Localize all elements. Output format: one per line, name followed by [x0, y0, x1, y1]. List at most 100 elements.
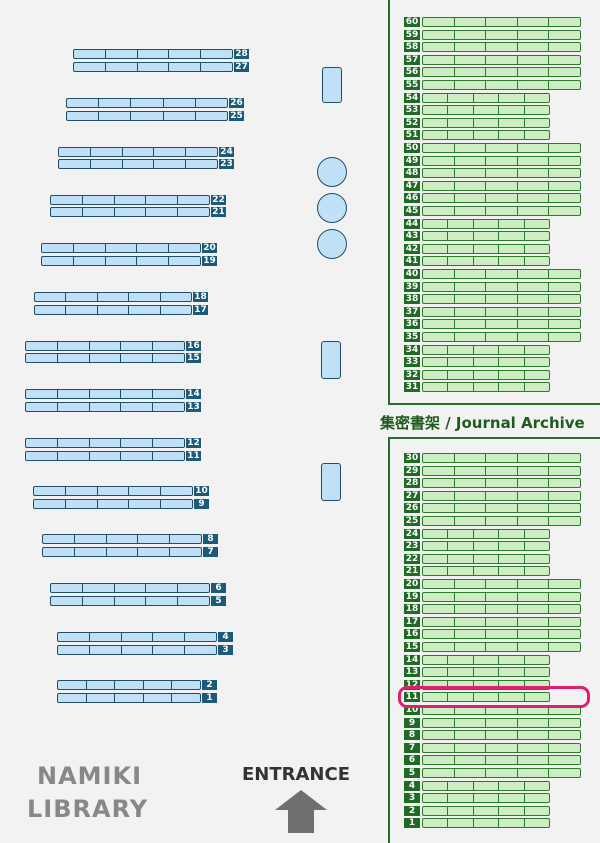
archive-shelf-56[interactable]: 56: [404, 67, 581, 77]
archive-lower-shelf-1[interactable]: 1: [404, 818, 550, 828]
archive-lower-shelf-5[interactable]: 5: [404, 768, 581, 778]
archive-lower-shelf-15[interactable]: 15: [404, 642, 581, 652]
archive-shelf-51[interactable]: 51: [404, 130, 550, 140]
archive-shelf-52[interactable]: 52: [404, 118, 550, 128]
archive-shelf-36[interactable]: 36: [404, 319, 581, 329]
archive-shelf-34[interactable]: 34: [404, 345, 550, 355]
general-shelf-27[interactable]: 27: [73, 62, 249, 72]
general-shelf-6[interactable]: 6: [50, 583, 226, 593]
shelf-number: 8: [404, 730, 420, 740]
archive-shelf-42[interactable]: 42: [404, 244, 550, 254]
archive-lower-shelf-14[interactable]: 14: [404, 655, 550, 665]
archive-lower-shelf-8[interactable]: 8: [404, 730, 581, 740]
archive-shelf-33[interactable]: 33: [404, 357, 550, 367]
general-shelf-13[interactable]: 13: [25, 402, 201, 412]
general-shelf-16[interactable]: 16: [25, 341, 201, 351]
archive-lower-shelf-30[interactable]: 30: [404, 453, 581, 463]
archive-shelf-35[interactable]: 35: [404, 332, 581, 342]
archive-lower-shelf-26[interactable]: 26: [404, 503, 581, 513]
general-shelf-4[interactable]: 4: [57, 632, 233, 642]
general-shelf-23[interactable]: 23: [58, 159, 234, 169]
archive-shelf-55[interactable]: 55: [404, 80, 581, 90]
general-shelf-11[interactable]: 11: [25, 451, 201, 461]
archive-shelf-31[interactable]: 31: [404, 382, 550, 392]
archive-shelf-58[interactable]: 58: [404, 42, 581, 52]
archive-lower-shelf-11[interactable]: 11: [404, 692, 550, 702]
archive-shelf-37[interactable]: 37: [404, 307, 581, 317]
general-shelf-12[interactable]: 12: [25, 438, 201, 448]
general-shelf-25[interactable]: 25: [66, 111, 244, 121]
archive-shelf-53[interactable]: 53: [404, 105, 550, 115]
archive-lower-shelf-23[interactable]: 23: [404, 541, 550, 551]
general-shelf-15[interactable]: 15: [25, 353, 201, 363]
archive-lower-shelf-3[interactable]: 3: [404, 793, 550, 803]
general-shelf-3[interactable]: 3: [57, 645, 233, 655]
shelf-number: 39: [404, 282, 420, 292]
archive-shelf-40[interactable]: 40: [404, 269, 581, 279]
general-shelf-2[interactable]: 2: [57, 680, 217, 690]
archive-lower-shelf-13[interactable]: 13: [404, 667, 550, 677]
general-shelf-1[interactable]: 1: [57, 693, 217, 703]
archive-shelf-45[interactable]: 45: [404, 206, 581, 216]
general-shelf-5[interactable]: 5: [50, 596, 226, 606]
archive-shelf-47[interactable]: 47: [404, 181, 581, 191]
shelf-number: 52: [404, 118, 420, 128]
archive-lower-shelf-20[interactable]: 20: [404, 579, 581, 589]
archive-lower-shelf-6[interactable]: 6: [404, 755, 581, 765]
archive-lower-shelf-7[interactable]: 7: [404, 743, 581, 753]
archive-lower-shelf-25[interactable]: 25: [404, 516, 581, 526]
archive-shelf-43[interactable]: 43: [404, 231, 550, 241]
shelf-number: 26: [229, 98, 244, 108]
archive-shelf-39[interactable]: 39: [404, 282, 581, 292]
shelf-bar: [50, 207, 210, 217]
archive-lower-shelf-28[interactable]: 28: [404, 478, 581, 488]
archive-shelf-38[interactable]: 38: [404, 294, 581, 304]
archive-shelf-60[interactable]: 60: [404, 17, 581, 27]
archive-shelf-49[interactable]: 49: [404, 156, 581, 166]
shelf-number: 25: [404, 516, 420, 526]
archive-lower-shelf-4[interactable]: 4: [404, 781, 550, 791]
archive-lower-shelf-2[interactable]: 2: [404, 806, 550, 816]
archive-lower-shelf-27[interactable]: 27: [404, 491, 581, 501]
archive-lower-shelf-16[interactable]: 16: [404, 629, 581, 639]
archive-lower-shelf-19[interactable]: 19: [404, 592, 581, 602]
shelf-number: 8: [203, 534, 218, 544]
archive-shelf-46[interactable]: 46: [404, 193, 581, 203]
general-shelf-26[interactable]: 26: [66, 98, 244, 108]
archive-shelf-57[interactable]: 57: [404, 55, 581, 65]
general-shelf-7[interactable]: 7: [42, 547, 218, 557]
shelf-number: 49: [404, 156, 420, 166]
archive-lower-shelf-24[interactable]: 24: [404, 529, 550, 539]
shelf-number: 51: [404, 130, 420, 140]
archive-shelf-41[interactable]: 41: [404, 256, 550, 266]
general-shelf-24[interactable]: 24: [58, 147, 234, 157]
archive-shelf-48[interactable]: 48: [404, 168, 581, 178]
archive-lower-shelf-9[interactable]: 9: [404, 718, 581, 728]
archive-shelf-bar: [422, 730, 581, 740]
general-shelf-14[interactable]: 14: [25, 389, 201, 399]
archive-lower-shelf-22[interactable]: 22: [404, 554, 550, 564]
general-shelf-19[interactable]: 19: [41, 256, 217, 266]
archive-shelf-32[interactable]: 32: [404, 370, 550, 380]
general-shelf-20[interactable]: 20: [41, 243, 217, 253]
general-shelf-9[interactable]: 9: [33, 499, 209, 509]
general-shelf-18[interactable]: 18: [34, 292, 208, 302]
general-shelf-22[interactable]: 22: [50, 195, 226, 205]
archive-shelf-44[interactable]: 44: [404, 219, 550, 229]
general-shelf-17[interactable]: 17: [34, 305, 208, 315]
archive-shelf-50[interactable]: 50: [404, 143, 581, 153]
general-shelf-28[interactable]: 28: [73, 49, 249, 59]
archive-shelf-bar: [422, 617, 581, 627]
archive-lower-shelf-17[interactable]: 17: [404, 617, 581, 627]
archive-shelf-59[interactable]: 59: [404, 30, 581, 40]
archive-lower-shelf-18[interactable]: 18: [404, 604, 581, 614]
archive-lower-shelf-21[interactable]: 21: [404, 566, 550, 576]
shelf-number: 15: [404, 642, 420, 652]
round-table: [317, 157, 347, 187]
archive-shelf-54[interactable]: 54: [404, 93, 550, 103]
archive-lower-shelf-12[interactable]: 12: [404, 680, 550, 690]
general-shelf-21[interactable]: 21: [50, 207, 226, 217]
general-shelf-10[interactable]: 10: [33, 486, 209, 496]
general-shelf-8[interactable]: 8: [42, 534, 218, 544]
archive-lower-shelf-29[interactable]: 29: [404, 466, 581, 476]
